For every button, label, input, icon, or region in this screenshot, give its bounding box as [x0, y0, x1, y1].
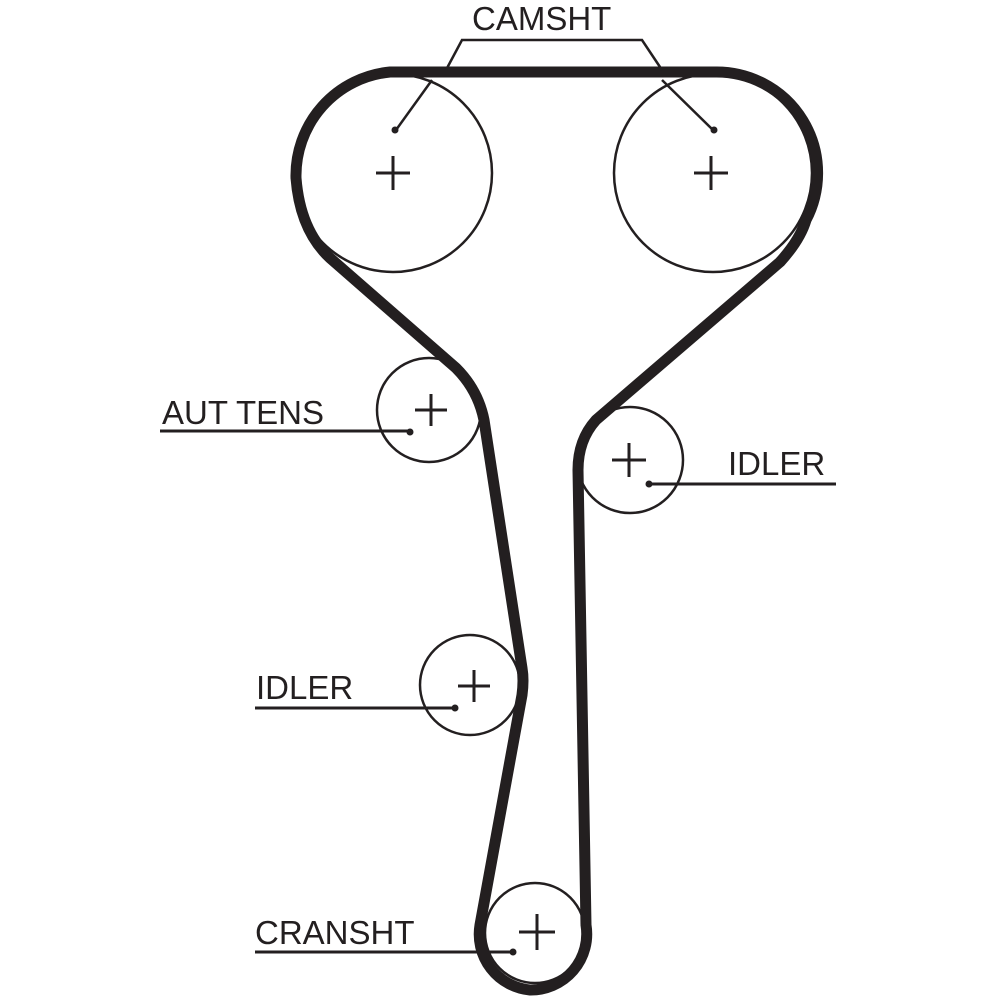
idler-left-center-icon	[458, 670, 490, 702]
camshaft-leader	[444, 38, 664, 71]
idler-right-dot	[645, 480, 653, 488]
camshaft-right-pointer	[661, 79, 714, 131]
auto-tensioner-dot	[406, 428, 414, 436]
crankshaft-label: CRANSHT	[255, 914, 415, 951]
idler-left-label: IDLER	[256, 669, 353, 706]
auto-tensioner-center-icon	[415, 394, 447, 426]
crankshaft-dot	[509, 948, 517, 956]
idler-left-dot	[451, 704, 459, 712]
camshaft-label: CAMSHT	[472, 0, 611, 37]
camshaft-left-pointer	[394, 79, 434, 131]
timing-belt	[290, 66, 824, 996]
idler-right-center-icon	[612, 443, 646, 477]
auto-tensioner-label: AUT TENS	[162, 394, 324, 431]
crankshaft-center-icon	[519, 914, 555, 950]
camshaft-left-center-icon	[376, 156, 410, 190]
camshaft-right-center-icon	[694, 156, 728, 190]
idler-right-label: IDLER	[728, 445, 825, 482]
camshaft-right-dot	[710, 126, 718, 134]
camshaft-left-dot	[391, 126, 399, 134]
